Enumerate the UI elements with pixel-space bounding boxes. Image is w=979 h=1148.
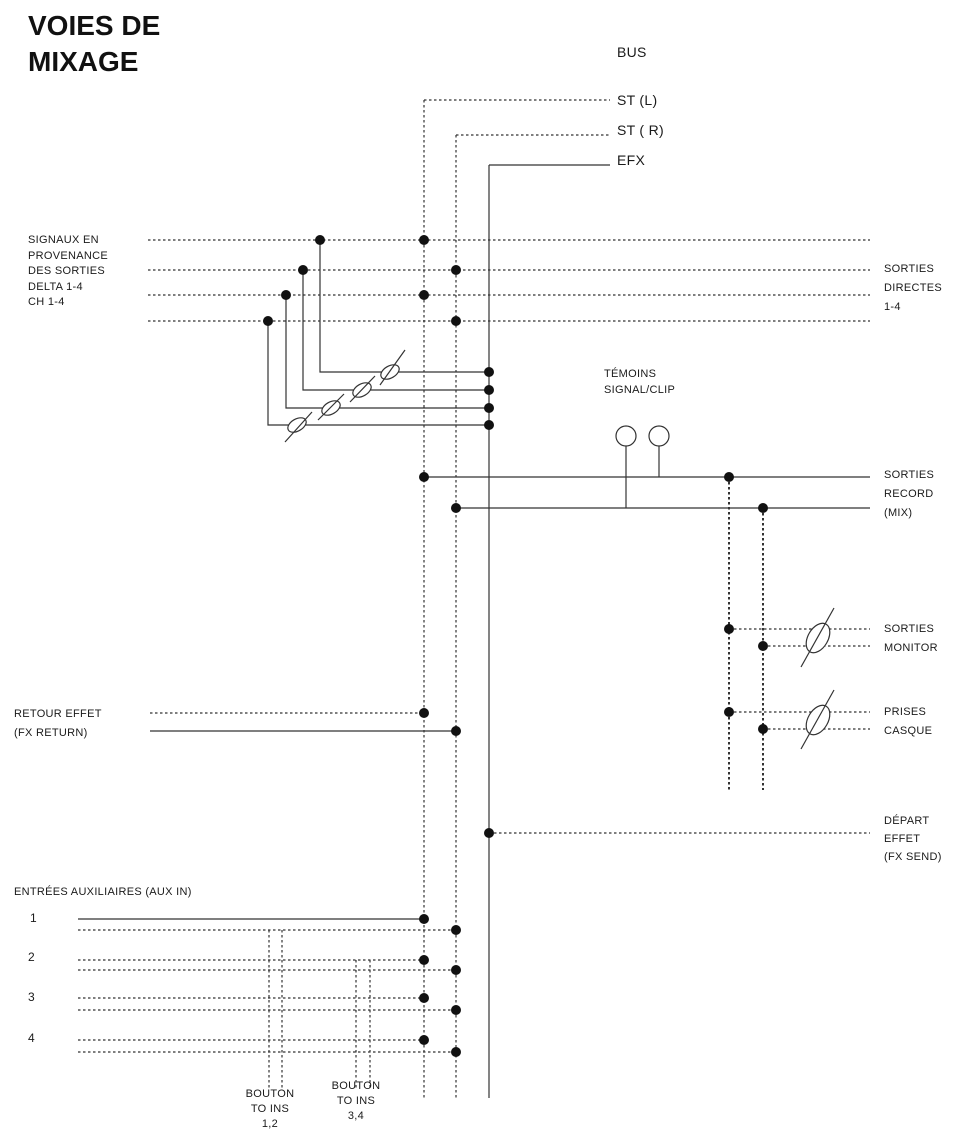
aux-number-3: 3 xyxy=(28,990,35,1004)
junction-dot xyxy=(758,724,768,734)
signal-clip-label: TÉMOINS SIGNAL/CLIP xyxy=(604,368,676,396)
junction-dot xyxy=(758,641,768,651)
junction-dot xyxy=(724,707,734,717)
junction-dot xyxy=(451,503,461,513)
junction-dot xyxy=(419,472,429,482)
bus-st-l-label: ST (L) xyxy=(617,92,658,108)
junction-dot xyxy=(419,993,429,1003)
aux-number-1: 1 xyxy=(30,911,37,925)
junction-dot xyxy=(419,914,429,924)
to-ins-1-2-button-label: BOUTON TO INS 1,2 xyxy=(245,1088,295,1130)
junction-dot xyxy=(724,472,734,482)
record-outs-label: SORTIES RECORD (MIX) xyxy=(884,469,935,519)
junction-dot xyxy=(451,265,461,275)
ch1-tap xyxy=(319,240,489,373)
junction-dot xyxy=(451,316,461,326)
junction-dot xyxy=(419,1035,429,1045)
efx-send-knob-2 xyxy=(349,375,376,403)
junction-dot xyxy=(451,1005,461,1015)
direct-outs-label: SORTIES DIRECTES 1-4 xyxy=(884,263,943,313)
bus-efx-label: EFX xyxy=(617,152,646,168)
junction-dot xyxy=(419,955,429,965)
aux-number-2: 2 xyxy=(28,950,35,964)
efx-send-knob-1 xyxy=(379,349,406,386)
efx-send-knob-3 xyxy=(317,393,345,421)
bus-st-r-label: ST ( R) xyxy=(617,122,664,138)
monitor-outs-label: SORTIES MONITOR xyxy=(884,623,938,654)
clip-lamp-icon xyxy=(648,425,670,447)
junction-dot xyxy=(484,403,494,413)
junction-dot xyxy=(484,367,494,377)
junction-dot xyxy=(724,624,734,634)
junction-dot xyxy=(263,316,273,326)
junction-dot xyxy=(484,420,494,430)
ch4-tap xyxy=(267,321,489,426)
junction-dot xyxy=(484,828,494,838)
junction-dot xyxy=(298,265,308,275)
junction-dot xyxy=(484,385,494,395)
signals-in-label: SIGNAUX EN PROVENANCE DES SORTIES DELTA … xyxy=(28,234,109,308)
aux-number-4: 4 xyxy=(28,1031,35,1045)
ch2-tap xyxy=(302,270,489,391)
headphone-level-knob xyxy=(800,689,835,750)
junction-dot xyxy=(419,290,429,300)
junction-dot xyxy=(451,726,461,736)
fx-return-label: RETOUR EFFET (FX RETURN) xyxy=(14,708,102,739)
junction-dot xyxy=(758,503,768,513)
fx-send-label: DÉPART EFFET (FX SEND) xyxy=(884,815,942,863)
ch3-tap xyxy=(285,295,489,409)
to-ins-3-4-button-label: BOUTON TO INS 3,4 xyxy=(331,1080,381,1122)
junction-dot xyxy=(451,925,461,935)
junction-dot xyxy=(315,235,325,245)
efx-send-knob-4 xyxy=(284,411,313,443)
junction-dot xyxy=(451,965,461,975)
monitor-level-knob xyxy=(800,607,835,668)
junction-dot xyxy=(419,708,429,718)
aux-in-label: ENTRÉES AUXILIAIRES (AUX IN) xyxy=(14,886,192,898)
junction-dot xyxy=(281,290,291,300)
junction-dot xyxy=(419,235,429,245)
junction-dot xyxy=(451,1047,461,1057)
bus-heading: BUS xyxy=(617,44,647,60)
headphone-label: PRISES CASQUE xyxy=(884,706,933,737)
page-title: VOIES DE MIXAGE xyxy=(28,10,161,77)
signal-lamp-icon xyxy=(615,425,637,447)
